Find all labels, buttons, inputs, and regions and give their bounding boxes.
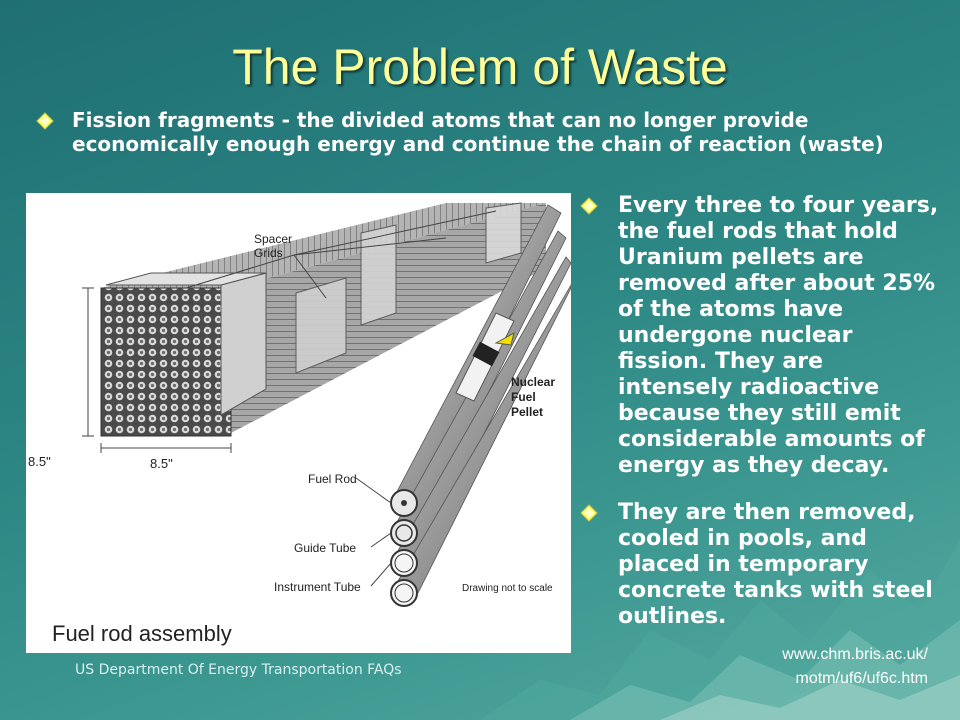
label-nuclear: Nuclear (511, 375, 555, 389)
source-left: US Department Of Energy Transportation F… (75, 662, 402, 678)
label-spacer-grids-2: Grids (254, 246, 283, 260)
figure-caption: Fuel rod assembly (52, 621, 232, 646)
label-spacer-grids-1: Spacer (254, 232, 292, 246)
label-guide-tube: Guide Tube (294, 541, 356, 555)
bullet-text: Every three to four years, the fuel rods… (618, 193, 939, 478)
label-dim-width: 8.5" (150, 456, 173, 471)
fuel-rod-assembly-drawing: Spacer Grids Nuclear Fuel Pellet Fuel Ro… (28, 202, 571, 646)
mountain-background (480, 540, 960, 720)
diamond-bullet-icon (36, 112, 54, 130)
bullet-fission-fragments: Fission fragments - the divided atoms th… (36, 108, 926, 156)
bullet-cooled-in-pools: They are then removed, cooled in pools, … (580, 500, 940, 630)
source-right: www.chm.bris.ac.uk/ motm/uf6/uf6c.htm (688, 643, 928, 691)
bullet-fuel-rods-removed: Every three to four years, the fuel rods… (580, 193, 940, 479)
slide-title: The Problem of Waste (232, 39, 728, 95)
label-pellet: Pellet (511, 405, 543, 419)
label-fuel-rod: Fuel Rod (308, 472, 357, 486)
bullet-text: Fission fragments - the divided atoms th… (72, 108, 884, 156)
diamond-bullet-icon (580, 504, 598, 522)
bullet-text: They are then removed, cooled in pools, … (618, 500, 933, 629)
source-right-line2: motm/uf6/uf6c.htm (795, 670, 929, 687)
diamond-bullet-icon (580, 197, 598, 215)
label-drawing-note: Drawing not to scale (462, 583, 553, 594)
source-right-line1: www.chm.bris.ac.uk/ (782, 646, 928, 663)
label-dim-height: 8.5" (28, 454, 51, 469)
label-instrument-tube: Instrument Tube (274, 580, 361, 594)
fuel-rod-assembly-figure: Spacer Grids Nuclear Fuel Pellet Fuel Ro… (26, 193, 571, 653)
label-fuel: Fuel (511, 390, 536, 404)
